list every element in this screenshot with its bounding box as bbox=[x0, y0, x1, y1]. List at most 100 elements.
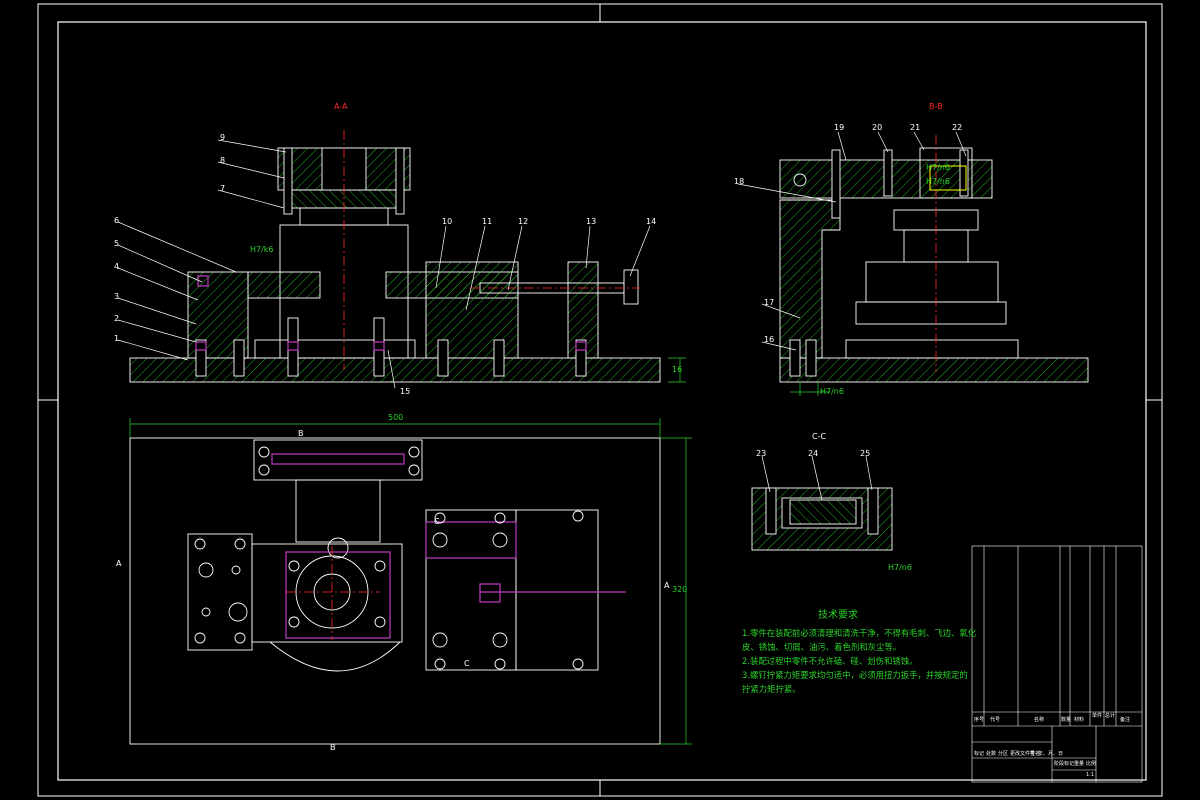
section-mark-c-top: C bbox=[434, 517, 440, 526]
tbl-header-qty: 数量 bbox=[1061, 717, 1072, 723]
bb-pin bbox=[793, 173, 807, 187]
callout-5: 5 bbox=[114, 239, 120, 248]
callout-21: 21 bbox=[910, 123, 921, 132]
aa-centerlines bbox=[343, 130, 640, 370]
callout-12: 12 bbox=[518, 217, 529, 226]
dim-overall-length: 500 bbox=[388, 413, 404, 422]
callout-8: 8 bbox=[220, 156, 226, 165]
tbl-scale-value: 1:1 bbox=[1086, 772, 1095, 778]
aa-leaders bbox=[117, 139, 651, 389]
section-aa-view bbox=[129, 147, 661, 383]
tbl-header-name: 名称 bbox=[1034, 717, 1045, 723]
callout-2: 2 bbox=[114, 314, 120, 323]
bb-dimensions bbox=[668, 357, 830, 396]
view-title-cc: C-C bbox=[812, 432, 827, 441]
tech-req-line-4: 3.螺钉拧紧力矩要求均匀适中，必须用扭力扳手，并按规定的 bbox=[742, 670, 968, 680]
tbl-stage-weight: 重量 bbox=[1074, 761, 1085, 767]
plan-view bbox=[129, 437, 661, 745]
tech-requirements-title: 技术要求 bbox=[818, 610, 858, 621]
callout-17: 17 bbox=[764, 298, 775, 307]
callout-14: 14 bbox=[646, 217, 657, 226]
callout-7: 7 bbox=[220, 184, 226, 193]
bb-plate bbox=[855, 301, 1007, 325]
tbl-header-remark: 备注 bbox=[1120, 717, 1131, 723]
aa-bottom-plate bbox=[254, 339, 416, 359]
tbl-header-total: 总计 bbox=[1105, 713, 1116, 719]
callout-10: 10 bbox=[442, 217, 453, 226]
callout-9: 9 bbox=[220, 133, 226, 142]
callout-23: 23 bbox=[756, 449, 767, 458]
bb-base bbox=[779, 357, 1089, 383]
aa-magenta-parts bbox=[195, 275, 587, 351]
tbl-header-no: 序号 bbox=[974, 717, 985, 723]
tech-req-line-2: 皮、锈蚀、切屑、油污、着色剂和灰尘等。 bbox=[742, 642, 902, 652]
plan-magenta bbox=[271, 453, 626, 639]
callout-16: 16 bbox=[764, 335, 775, 344]
aa-slide-left bbox=[247, 271, 321, 299]
callout-18: 18 bbox=[734, 177, 745, 186]
plan-base-outline bbox=[129, 437, 661, 745]
callout-24: 24 bbox=[808, 449, 819, 458]
tbl-sub-count: 处数 bbox=[986, 751, 997, 757]
plan-holes bbox=[194, 446, 584, 670]
section-mark-c-bottom: C bbox=[464, 659, 470, 668]
tbl-header-code: 代号 bbox=[990, 717, 1001, 723]
cc-insert bbox=[789, 499, 857, 525]
callout-11: 11 bbox=[482, 217, 493, 226]
tech-req-line-5: 拧紧力矩拧紧。 bbox=[742, 684, 801, 694]
section-mark-b-bottom: B bbox=[330, 743, 336, 752]
plan-right-post bbox=[515, 509, 599, 671]
bb-leaders bbox=[737, 131, 967, 351]
plan-left-block bbox=[187, 533, 253, 651]
dim-plan-height: 320 bbox=[672, 585, 688, 594]
plan-support bbox=[425, 509, 517, 671]
tbl-sub-sign: 签名 bbox=[1030, 751, 1041, 757]
fit-mark-aa: H7/k6 bbox=[250, 245, 274, 254]
tbl-sub-change: 更改文件号 bbox=[1010, 751, 1036, 757]
parts-list-table bbox=[971, 545, 1143, 783]
callout-1: 1 bbox=[114, 334, 120, 343]
aa-base-plate bbox=[129, 357, 661, 383]
tbl-header-material: 材料 bbox=[1074, 717, 1085, 723]
callout-25: 25 bbox=[860, 449, 871, 458]
plan-top-bracket bbox=[253, 439, 423, 481]
tbl-sub-date: 年、月、日 bbox=[1038, 751, 1064, 757]
plan-fixture-body bbox=[251, 543, 403, 643]
callout-4: 4 bbox=[114, 262, 120, 271]
drawing-frame bbox=[37, 3, 1163, 797]
tbl-sub-zone: 分区 bbox=[998, 751, 1009, 757]
section-mark-a-left: A bbox=[116, 559, 122, 568]
callout-22: 22 bbox=[952, 123, 963, 132]
fit-mark-bb-c: H7/n6 bbox=[820, 387, 844, 396]
section-cc-view bbox=[751, 487, 893, 551]
fit-mark-bb-b: H7/n6 bbox=[926, 177, 950, 186]
plan-arc bbox=[269, 641, 401, 672]
tbl-stage-scale: 比例 bbox=[1086, 761, 1097, 767]
plan-locator bbox=[327, 537, 349, 559]
plan-dimensions bbox=[129, 418, 692, 745]
view-title-bb: B-B bbox=[929, 102, 943, 111]
fit-mark-bb-a: H7/n6 bbox=[926, 163, 950, 172]
callout-3: 3 bbox=[114, 292, 120, 301]
tbl-stage-mark: 阶段标记 bbox=[1054, 761, 1075, 767]
aa-knob bbox=[623, 269, 639, 305]
bb-top-boss bbox=[919, 147, 973, 199]
section-mark-b-top: B bbox=[298, 429, 304, 438]
callout-6: 6 bbox=[114, 216, 120, 225]
bb-housing bbox=[865, 261, 999, 303]
plan-neck bbox=[295, 479, 381, 543]
bb-upright bbox=[779, 199, 841, 359]
tech-req-line-3: 2.装配过程中零件不允许磕、碰、划伤和锈蚀。 bbox=[742, 656, 918, 666]
cc-leaders bbox=[761, 455, 873, 501]
view-title-aa: A-A bbox=[334, 102, 348, 111]
callout-19: 19 bbox=[834, 123, 845, 132]
section-mark-a-right: A bbox=[664, 581, 670, 590]
section-bb-view bbox=[779, 147, 1089, 383]
dim-base-thickness: 16 bbox=[672, 365, 683, 374]
callout-15: 15 bbox=[400, 387, 411, 396]
callout-13: 13 bbox=[586, 217, 597, 226]
plan-centerlines bbox=[286, 546, 380, 640]
bb-bottom-plate bbox=[845, 339, 1019, 359]
bb-highlight bbox=[929, 165, 967, 191]
